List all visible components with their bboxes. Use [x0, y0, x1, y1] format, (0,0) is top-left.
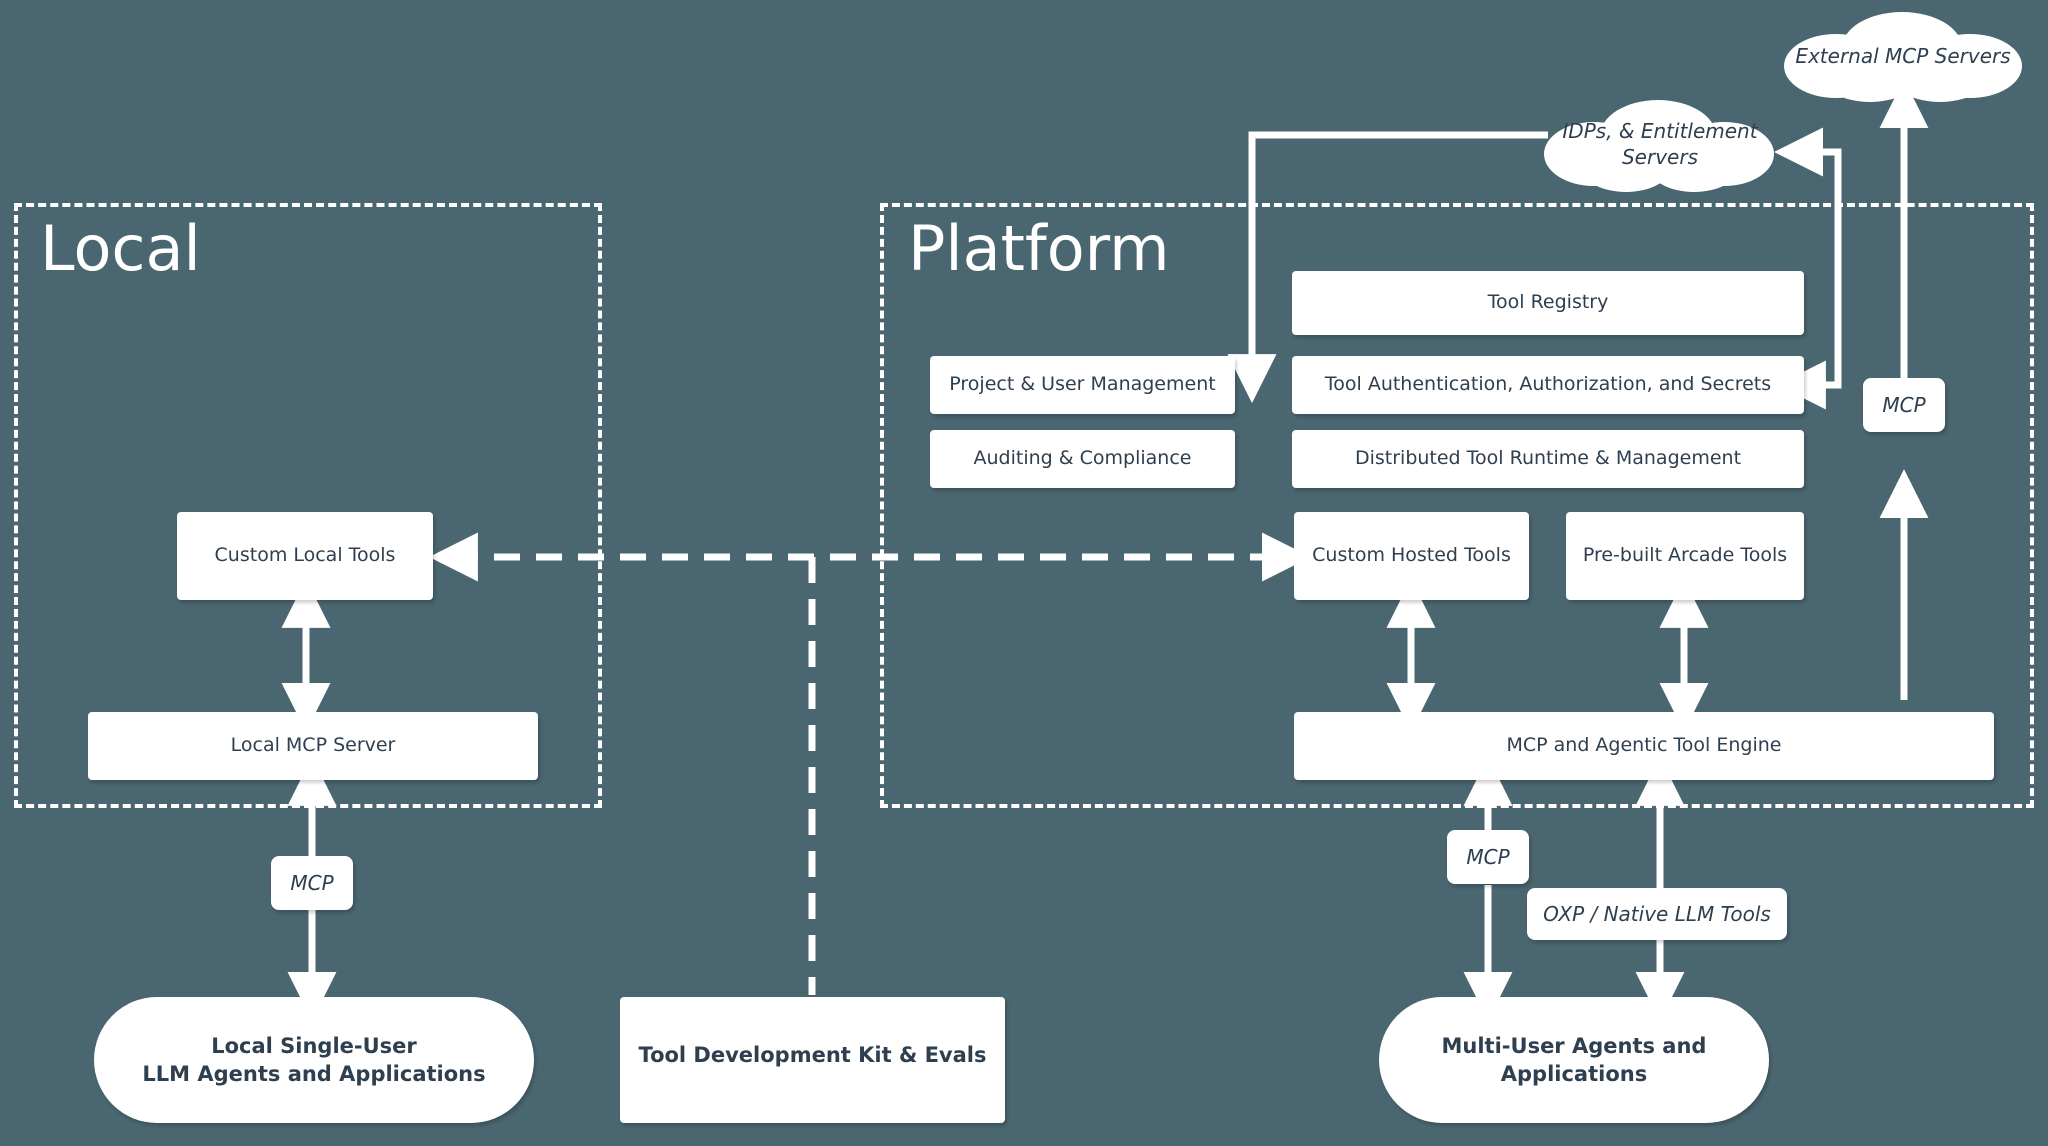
node-prebuilt-arcade-tools[interactable]: Pre-built Arcade Tools: [1566, 512, 1804, 600]
tag-platform-mcp-right: MCP: [1863, 378, 1945, 432]
zone-local: [14, 203, 602, 808]
pill-local-agents[interactable]: Local Single-User LLM Agents and Applica…: [94, 997, 534, 1123]
node-local-mcp-server[interactable]: Local MCP Server: [88, 712, 538, 780]
tag-oxp-native-llm-tools: OXP / Native LLM Tools: [1527, 888, 1787, 940]
tag-platform-mcp-bottom: MCP: [1447, 830, 1529, 884]
cloud-external-mcp-servers[interactable]: External MCP Servers: [1774, 8, 2032, 104]
node-custom-hosted-tools[interactable]: Custom Hosted Tools: [1294, 512, 1529, 600]
pill-multi-user-agents-line1: Multi-User Agents and: [1441, 1033, 1707, 1058]
node-mcp-agentic-tool-engine[interactable]: MCP and Agentic Tool Engine: [1294, 712, 1994, 780]
zone-platform: [880, 203, 2034, 808]
cloud-external-mcp-servers-label: External MCP Servers: [1795, 44, 2011, 68]
node-custom-local-tools[interactable]: Custom Local Tools: [177, 512, 433, 600]
pill-multi-user-agents[interactable]: Multi-User Agents and Applications: [1379, 997, 1769, 1123]
cloud-shape-idps: [1544, 100, 1774, 192]
zone-platform-title: Platform: [908, 212, 1170, 285]
cloud-shape-external: [1784, 12, 2022, 102]
cloud-idps-entitlement-servers[interactable]: IDPs, & Entitlement Servers: [1534, 92, 1786, 196]
tag-local-mcp: MCP: [271, 856, 353, 910]
node-tool-development-kit[interactable]: Tool Development Kit & Evals: [620, 997, 1005, 1123]
node-project-user-management[interactable]: Project & User Management: [930, 356, 1235, 414]
zone-local-title: Local: [40, 212, 201, 285]
pill-local-agents-line1: Local Single-User: [211, 1033, 417, 1058]
node-tool-registry[interactable]: Tool Registry: [1292, 271, 1804, 335]
pill-multi-user-agents-line2: Applications: [1500, 1062, 1648, 1086]
pill-local-agents-line2: LLM Agents and Applications: [142, 1062, 486, 1086]
node-distributed-tool-runtime[interactable]: Distributed Tool Runtime & Management: [1292, 430, 1804, 488]
node-tool-authentication[interactable]: Tool Authentication, Authorization, and …: [1292, 356, 1804, 414]
node-auditing-compliance[interactable]: Auditing & Compliance: [930, 430, 1235, 488]
cloud-idps-entitlement-servers-label: IDPs, & Entitlement Servers: [1562, 119, 1758, 169]
